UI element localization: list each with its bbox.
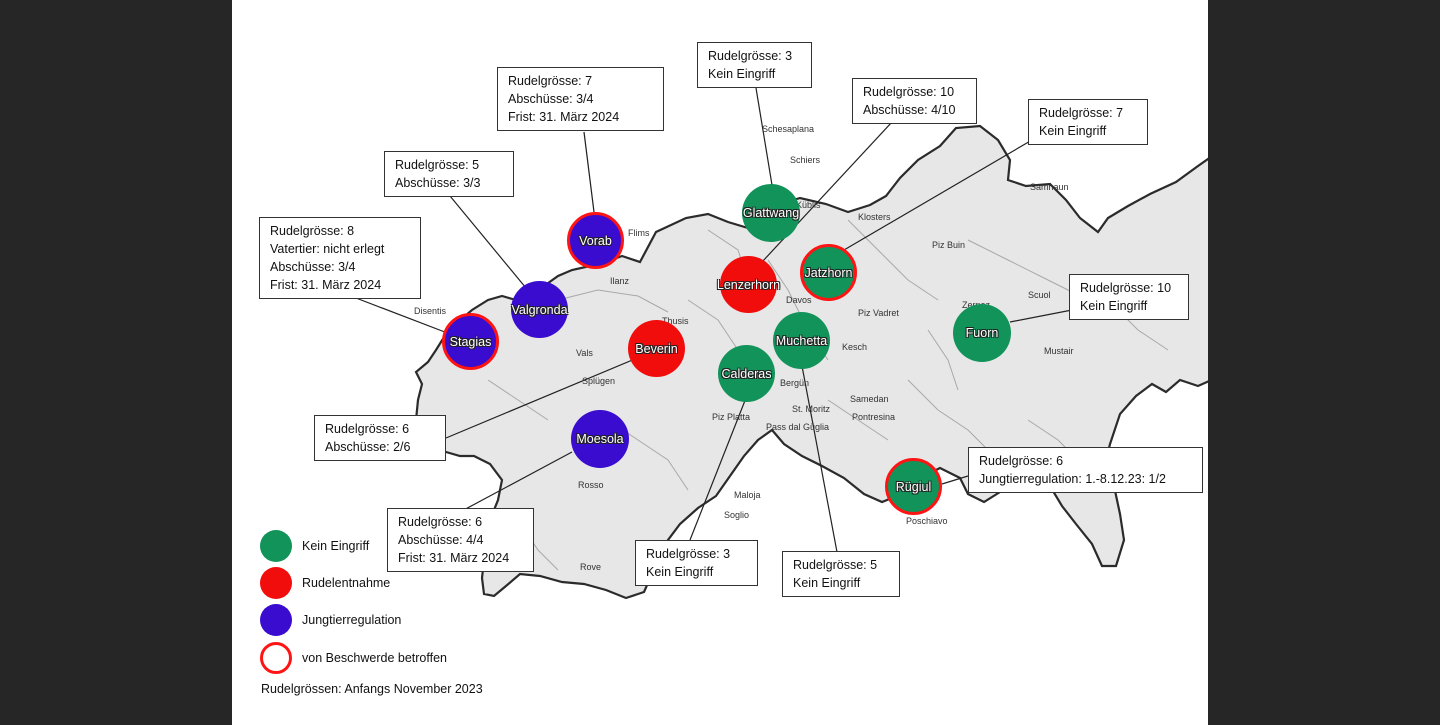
line-jatzhorn <box>843 139 1033 251</box>
place-label: Rove <box>580 562 602 572</box>
pack-marker-lenzerhorn[interactable]: Lenzerhorn <box>717 256 780 313</box>
pack-marker-beverin[interactable]: Beverin <box>628 320 685 377</box>
place-label: Bergün <box>780 378 810 388</box>
place-label: Disentis <box>414 306 447 316</box>
place-label: Samnaun <box>1030 182 1069 192</box>
place-label: Küblis <box>796 200 821 210</box>
map-sheet: Schesaplana Schiers Küblis Klosters Flim… <box>232 0 1208 725</box>
place-label: Samedan <box>850 394 889 404</box>
line-vorab <box>583 131 595 213</box>
pack-marker-valgronda[interactable]: Valgronda <box>511 281 568 338</box>
pack-marker-muchetta[interactable]: Muchetta <box>773 312 830 369</box>
line-fuorn <box>1009 309 1073 323</box>
place-label: Splügen <box>582 376 616 386</box>
place-label: Mustair <box>1044 346 1074 356</box>
legend-rudelentnahme: Rudelentnahme <box>260 567 390 599</box>
line-moesola <box>459 451 573 513</box>
pack-marker-stagias[interactable]: Stagias <box>442 313 499 370</box>
place-label: Soglio <box>724 510 750 520</box>
green-circle-icon <box>260 530 292 562</box>
legend-beschwerde: von Beschwerde betroffen <box>260 642 447 674</box>
place-label: Piz Platta <box>712 412 751 422</box>
red-circle-icon <box>260 567 292 599</box>
pack-marker-fuorn[interactable]: Fuorn <box>953 304 1011 362</box>
line-ruegiul <box>941 475 969 485</box>
line-beverin <box>445 355 643 439</box>
legend-note: Rudelgrössen: Anfangs November 2023 <box>261 682 483 696</box>
place-label: Davos <box>786 295 812 305</box>
place-label: Vals <box>576 348 593 358</box>
place-label: Maloja <box>734 490 761 500</box>
pack-marker-moesola[interactable]: Moesola <box>571 410 629 468</box>
place-label: Poschiavo <box>906 516 948 526</box>
place-label: Rosso <box>578 480 604 490</box>
pack-marker-vorab[interactable]: Vorab <box>567 212 624 269</box>
place-label: St. Moritz <box>792 404 831 414</box>
pack-marker-calderas[interactable]: Calderas <box>718 345 775 402</box>
place-label: Piz Vadret <box>858 308 899 318</box>
legend-kein-eingriff: Kein Eingriff <box>260 530 369 562</box>
place-label: Flims <box>628 228 650 238</box>
outline-circle-icon <box>260 642 292 674</box>
place-label: Klosters <box>858 212 891 222</box>
legend-jungtierregulation: Jungtierregulation <box>260 604 401 636</box>
place-label: Schesaplana <box>762 124 815 134</box>
pack-marker-glattwang[interactable]: Glattwang <box>742 184 800 242</box>
line-valgronda <box>449 195 527 289</box>
place-label: Thusis <box>662 316 689 326</box>
line-muchetta <box>801 365 838 553</box>
pack-marker-ruegiul[interactable]: Rügiul <box>885 458 942 515</box>
blue-circle-icon <box>260 604 292 636</box>
place-label: Piz Buin <box>932 240 966 250</box>
callout-lines <box>355 87 1073 553</box>
place-label: Kesch <box>842 342 868 352</box>
place-label: Pass dal Güglia <box>766 422 830 432</box>
line-glattwang <box>755 87 773 186</box>
place-label: Scuol <box>1028 290 1051 300</box>
place-label: Pontresina <box>852 412 896 422</box>
place-label: Ilanz <box>610 276 630 286</box>
line-calderas <box>689 397 747 541</box>
place-label: Schiers <box>790 155 821 165</box>
pack-marker-jatzhorn[interactable]: Jatzhorn <box>800 244 857 301</box>
line-stagias <box>355 297 451 335</box>
